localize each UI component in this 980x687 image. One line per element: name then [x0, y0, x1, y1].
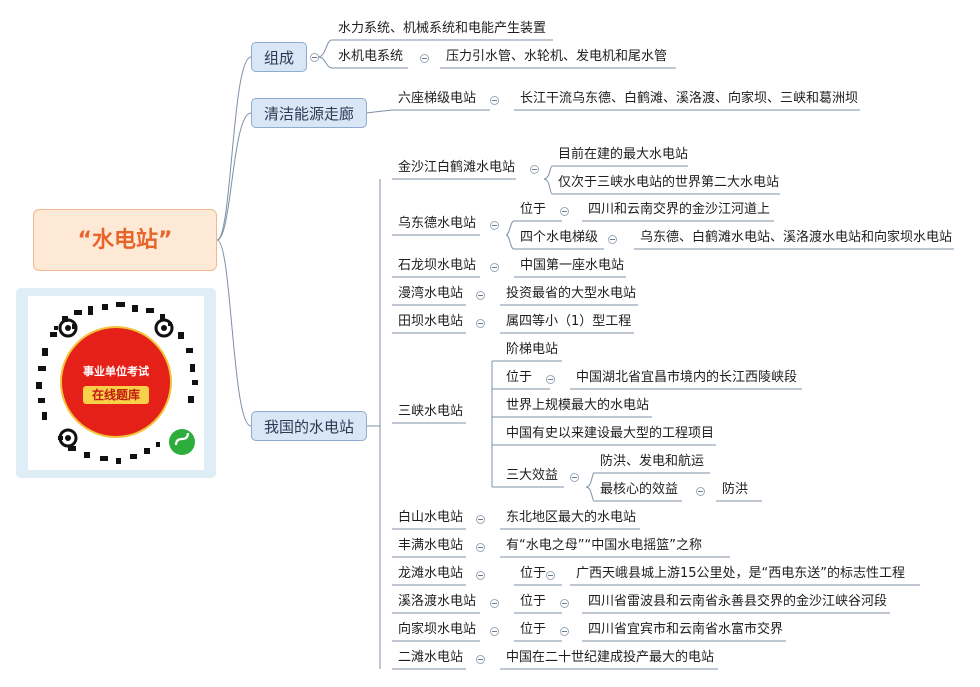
collapse-toggle-icon[interactable] [476, 319, 485, 328]
wechat-miniprogram-icon [169, 429, 195, 455]
qr-code: 事业单位考试 在线题库 [28, 296, 204, 470]
branch-composition[interactable]: 组成 [251, 42, 308, 72]
node-22[interactable]: 中国湖北省宜昌市境内的长江西陵峡段 [576, 370, 798, 385]
collapse-toggle-icon[interactable] [560, 207, 569, 216]
node-9[interactable]: 位于 [520, 202, 547, 217]
node-25[interactable]: 三大效益 [506, 468, 559, 483]
node-5[interactable]: 金沙江白鹤滩水电站 [398, 160, 516, 175]
node-18[interactable]: 属四等小（1）型工程 [506, 314, 632, 329]
node-24[interactable]: 中国有史以来建设最大型的工程项目 [506, 426, 715, 441]
node-1[interactable]: 水机电系统 [338, 49, 404, 64]
node-10[interactable]: 四川和云南交界的金沙江河道上 [588, 202, 771, 217]
collapse-toggle-icon[interactable] [570, 473, 579, 482]
node-7[interactable]: 仅次于三峡水电站的世界第二大水电站 [558, 175, 780, 190]
collapse-toggle-icon[interactable] [420, 54, 429, 63]
node-20[interactable]: 阶梯电站 [506, 342, 559, 357]
qr-line2: 在线题库 [92, 387, 140, 402]
node-31[interactable]: 丰满水电站 [398, 538, 464, 553]
node-27[interactable]: 最核心的效益 [600, 482, 679, 497]
branch-chinese-hydropower-stations[interactable]: 我国的水电站 [251, 411, 368, 441]
node-0[interactable]: 水力系统、机械系统和电能产生装置 [338, 21, 547, 36]
collapse-toggle-icon[interactable] [608, 235, 617, 244]
collapse-toggle-icon[interactable] [476, 571, 485, 580]
node-34[interactable]: 位于 [520, 566, 547, 581]
collapse-toggle-icon[interactable] [560, 627, 569, 636]
node-6[interactable]: 目前在建的最大水电站 [558, 147, 689, 162]
node-11[interactable]: 四个水电梯级 [520, 230, 599, 245]
node-8[interactable]: 乌东德水电站 [398, 216, 477, 231]
collapse-toggle-icon[interactable] [476, 515, 485, 524]
collapse-toggle-icon[interactable] [490, 599, 499, 608]
node-2[interactable]: 压力引水管、水轮机、发电机和尾水管 [446, 49, 668, 64]
miniprogram-qr-card: 事业单位考试 在线题库 [16, 288, 216, 478]
node-21[interactable]: 位于 [506, 370, 533, 385]
collapse-toggle-icon[interactable] [310, 53, 319, 62]
node-28[interactable]: 防洪 [722, 482, 749, 497]
node-19[interactable]: 三峡水电站 [398, 404, 464, 419]
node-35[interactable]: 广西天峨县城上游15公里处，是“西电东送”的标志性工程 [576, 566, 906, 581]
node-15[interactable]: 漫湾水电站 [398, 286, 464, 301]
node-26[interactable]: 防洪、发电和航运 [600, 454, 705, 469]
collapse-toggle-icon[interactable] [490, 263, 499, 272]
node-29[interactable]: 白山水电站 [398, 510, 464, 525]
node-41[interactable]: 四川省宜宾市和云南省水富市交界 [588, 622, 784, 637]
collapse-toggle-icon[interactable] [490, 221, 499, 230]
collapse-toggle-icon[interactable] [476, 655, 485, 664]
collapse-toggle-icon[interactable] [476, 291, 485, 300]
collapse-toggle-icon[interactable] [560, 599, 569, 608]
node-38[interactable]: 四川省雷波县和云南省永善县交界的金沙江峡谷河段 [588, 594, 888, 609]
branch-clean-energy-corridor[interactable]: 清洁能源走廊 [251, 98, 368, 128]
collapse-toggle-icon[interactable] [490, 96, 499, 105]
node-42[interactable]: 二滩水电站 [398, 650, 464, 665]
root-topic[interactable]: “水电站” [33, 209, 217, 271]
node-30[interactable]: 东北地区最大的水电站 [506, 510, 637, 525]
node-16[interactable]: 投资最省的大型水电站 [506, 286, 637, 301]
collapse-toggle-icon[interactable] [476, 543, 485, 552]
node-32[interactable]: 有“水电之母”“中国水电摇篮”之称 [506, 538, 702, 553]
collapse-toggle-icon[interactable] [530, 165, 539, 174]
node-40[interactable]: 位于 [520, 622, 547, 637]
collapse-toggle-icon[interactable] [546, 375, 555, 384]
node-36[interactable]: 溪洛渡水电站 [398, 594, 477, 609]
qr-code-graphic: 事业单位考试 在线题库 [36, 302, 198, 464]
node-13[interactable]: 石龙坝水电站 [398, 258, 477, 273]
collapse-toggle-icon[interactable] [696, 487, 705, 496]
node-4[interactable]: 长江干流乌东德、白鹤滩、溪洛渡、向家坝、三峡和葛洲坝 [520, 91, 859, 106]
node-39[interactable]: 向家坝水电站 [398, 622, 477, 637]
node-3[interactable]: 六座梯级电站 [398, 91, 477, 106]
collapse-toggle-icon[interactable] [546, 571, 555, 580]
collapse-toggle-icon[interactable] [490, 627, 499, 636]
node-43[interactable]: 中国在二十世纪建成投产最大的电站 [506, 650, 715, 665]
qr-line1: 事业单位考试 [83, 364, 149, 378]
node-23[interactable]: 世界上规模最大的水电站 [506, 398, 650, 413]
node-14[interactable]: 中国第一座水电站 [520, 258, 625, 273]
node-37[interactable]: 位于 [520, 594, 547, 609]
node-12[interactable]: 乌东德、白鹤滩水电站、溪洛渡水电站和向家坝水电站 [640, 230, 953, 245]
node-17[interactable]: 田坝水电站 [398, 314, 464, 329]
node-33[interactable]: 龙滩水电站 [398, 566, 464, 581]
